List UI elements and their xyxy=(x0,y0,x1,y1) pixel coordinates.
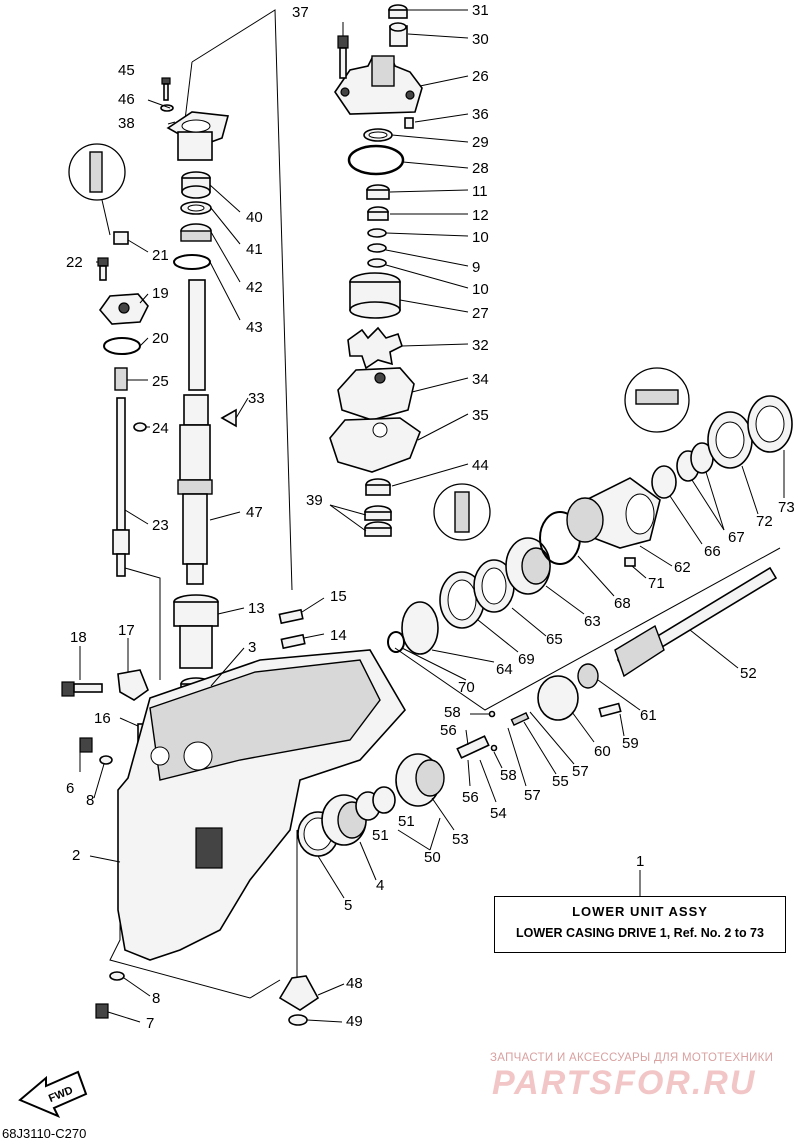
callout-9: 9 xyxy=(472,259,480,276)
callout-56-upper: 56 xyxy=(440,722,457,739)
callout-8-lower: 8 xyxy=(152,990,160,1007)
callout-57-right: 57 xyxy=(572,763,589,780)
callout-49: 49 xyxy=(346,1013,363,1030)
callout-19: 19 xyxy=(152,285,169,302)
callout-64: 64 xyxy=(496,661,513,678)
callout-17: 17 xyxy=(118,622,135,639)
callout-6: 6 xyxy=(66,780,74,797)
callout-numbers: 31 30 26 36 29 28 11 12 10 9 10 27 32 34… xyxy=(66,2,795,1032)
callout-30: 30 xyxy=(472,31,489,48)
callout-56-lower: 56 xyxy=(462,789,479,806)
callout-48: 48 xyxy=(346,975,363,992)
catalog-code: 68J3110-C270 xyxy=(2,1126,87,1141)
gear-parts xyxy=(278,753,445,1026)
shift-rod-parts xyxy=(68,143,149,577)
callout-52: 52 xyxy=(740,665,757,682)
callout-38: 38 xyxy=(118,115,135,132)
callout-29: 29 xyxy=(472,134,489,151)
callout-69: 69 xyxy=(518,651,535,668)
assembly-reference: LOWER CASING DRIVE 1, Ref. No. 2 to 73 xyxy=(516,926,764,940)
callout-71: 71 xyxy=(648,575,665,592)
leader-lines xyxy=(79,9,785,1023)
callout-3: 3 xyxy=(248,639,256,656)
callout-25: 25 xyxy=(152,373,169,390)
callout-42: 42 xyxy=(246,279,263,296)
callout-43: 43 xyxy=(246,319,263,336)
callout-41: 41 xyxy=(246,241,263,258)
callout-53: 53 xyxy=(452,831,469,848)
callout-47: 47 xyxy=(246,504,263,521)
callout-27: 27 xyxy=(472,305,489,322)
callout-16: 16 xyxy=(94,710,111,727)
watermark-tagline: ЗАПЧАСТИ И АКСЕССУАРЫ ДЛЯ МОТОТЕХНИКИ xyxy=(490,1052,774,1064)
propeller-shaft-parts xyxy=(387,367,793,759)
callout-10-lower: 10 xyxy=(472,281,489,298)
callout-45: 45 xyxy=(118,62,135,79)
callout-62: 62 xyxy=(674,559,691,576)
callout-46: 46 xyxy=(118,91,135,108)
callout-4: 4 xyxy=(376,877,384,894)
callout-57-left: 57 xyxy=(524,787,541,804)
callout-26: 26 xyxy=(472,68,489,85)
callout-32: 32 xyxy=(472,337,489,354)
callout-34: 34 xyxy=(472,371,489,388)
callout-58-upper: 58 xyxy=(444,704,461,721)
fwd-arrow-icon: FWD xyxy=(18,1070,88,1118)
callout-35: 35 xyxy=(472,407,489,424)
callout-5: 5 xyxy=(344,897,352,914)
callout-24: 24 xyxy=(152,420,169,437)
water-pump-parts xyxy=(329,4,491,541)
callout-15: 15 xyxy=(330,588,347,605)
callout-58-lower: 58 xyxy=(500,767,517,784)
callout-55: 55 xyxy=(552,773,569,790)
callout-50: 50 xyxy=(424,849,441,866)
callout-40: 40 xyxy=(246,209,263,226)
callout-12: 12 xyxy=(472,207,489,224)
callout-72: 72 xyxy=(756,513,773,530)
lower-casing xyxy=(61,649,406,1019)
watermark-logo: PARTSFOR.RU xyxy=(492,1064,757,1102)
callout-60: 60 xyxy=(594,743,611,760)
callout-51-right: 51 xyxy=(398,813,415,830)
callout-44: 44 xyxy=(472,457,489,474)
callout-18: 18 xyxy=(70,629,87,646)
callout-67: 67 xyxy=(728,529,745,546)
callout-51-left: 51 xyxy=(372,827,389,844)
callout-21: 21 xyxy=(152,247,169,264)
callout-10-upper: 10 xyxy=(472,229,489,246)
assembly-title-box: LOWER UNIT ASSY LOWER CASING DRIVE 1, Re… xyxy=(494,896,786,953)
callout-36: 36 xyxy=(472,106,489,123)
assembly-title: LOWER UNIT ASSY xyxy=(572,904,708,919)
callout-23: 23 xyxy=(152,517,169,534)
callout-54: 54 xyxy=(490,805,507,822)
callout-31: 31 xyxy=(472,2,489,19)
callout-65: 65 xyxy=(546,631,563,648)
callout-39: 39 xyxy=(306,492,323,509)
callout-14: 14 xyxy=(330,627,347,644)
callout-59: 59 xyxy=(622,735,639,752)
callout-22: 22 xyxy=(66,254,83,271)
callout-33: 33 xyxy=(248,390,265,407)
callout-68: 68 xyxy=(614,595,631,612)
callout-28: 28 xyxy=(472,160,489,177)
callout-20: 20 xyxy=(152,330,169,347)
assembly-lines xyxy=(109,9,781,999)
callout-13: 13 xyxy=(248,600,265,617)
callout-7: 7 xyxy=(146,1015,154,1032)
callout-1: 1 xyxy=(636,853,644,870)
callout-8-upper: 8 xyxy=(86,792,94,809)
callout-37: 37 xyxy=(292,4,309,21)
callout-11: 11 xyxy=(472,183,488,200)
callout-70: 70 xyxy=(458,679,475,696)
callout-66: 66 xyxy=(704,543,721,560)
callout-73: 73 xyxy=(778,499,795,516)
callout-63: 63 xyxy=(584,613,601,630)
callout-61: 61 xyxy=(640,707,657,724)
callout-2: 2 xyxy=(72,847,80,864)
